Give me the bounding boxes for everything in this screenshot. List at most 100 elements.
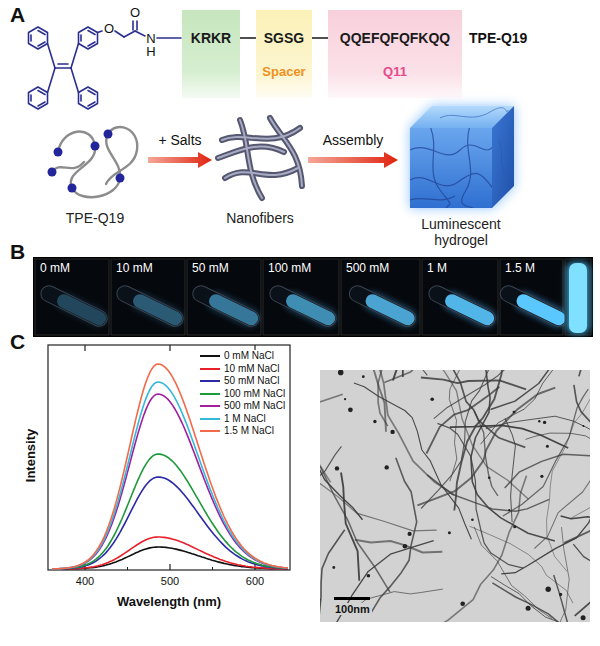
random-coil-peptide [104, 130, 113, 139]
peptide-bond-dash [240, 37, 256, 39]
tpe-molecule [38, 91, 45, 95]
fiber-junction [460, 602, 465, 607]
vial-liquid [514, 292, 568, 328]
fiber-junction [546, 445, 549, 448]
legend-line-sample [200, 405, 220, 407]
fiber-junction [430, 397, 434, 401]
vial-glow [128, 289, 186, 330]
nanofiber [526, 433, 591, 455]
legend-item: 0 mM NaCl [200, 350, 274, 361]
vial-liquid [284, 292, 338, 328]
scale-bar-label: 100nm [333, 603, 372, 615]
tpe-molecule [30, 35, 32, 41]
photo-panel [565, 259, 591, 335]
tpe-molecule [98, 31, 103, 33]
vial-glow [361, 289, 419, 330]
hydrogel-cube [440, 108, 508, 175]
fiber-junction [385, 465, 389, 469]
tpe-molecule [79, 87, 98, 109]
axis-tick [127, 567, 128, 570]
nanofiber [501, 426, 590, 574]
random-coil-peptide [48, 127, 138, 197]
fiber-junction [540, 475, 543, 478]
fiber-junction [543, 421, 546, 424]
tpe-molecule [88, 102, 95, 106]
nanofiber [561, 516, 590, 557]
tick-label: 500 [161, 575, 179, 587]
atom-label: O [130, 5, 140, 20]
photo-panel [111, 259, 185, 335]
emission-spectra-chart [48, 345, 290, 570]
nanofiber [320, 446, 342, 552]
concentration-label: 10 mM [116, 261, 153, 275]
concentration-label: 500 mM [346, 261, 389, 275]
vial-tube [346, 282, 419, 330]
tpe-molecule [58, 63, 68, 65]
nanofiber-drawing [270, 118, 302, 186]
vial-tube [267, 283, 339, 329]
tpe-molecule [88, 31, 95, 35]
vial-liquid [55, 292, 109, 328]
vial-tube [267, 282, 340, 330]
nanofiber [574, 385, 590, 487]
nanofiber [505, 418, 515, 522]
panel-letter: B [10, 240, 25, 264]
process-arrow [148, 152, 212, 168]
tpe-molecule [157, 37, 181, 39]
tpe-molecule [48, 44, 56, 69]
sequence-text: QQEFQFQFKQQ [340, 30, 450, 46]
axis-tick [169, 564, 170, 570]
peptide-segment: KRKR [182, 10, 240, 98]
nanofiber [492, 583, 576, 622]
nanofiber [320, 370, 331, 482]
tpe-molecule [29, 87, 48, 109]
legend-item: 10 mM NaCl [200, 363, 280, 374]
nanofiber [417, 388, 555, 506]
segment-role-label: Spacer [262, 64, 305, 79]
fiber-junction [448, 531, 451, 534]
fiber-junction [488, 476, 491, 479]
nanofiber-drawing [225, 168, 298, 178]
vial-tube [497, 282, 570, 330]
peptide-bond-dash [312, 37, 328, 39]
tpe-molecule [88, 91, 95, 95]
concentration-label: 1 M [427, 261, 447, 275]
vial-tube [114, 283, 186, 329]
tpe-molecule [80, 95, 82, 101]
hydrogel-cube [430, 126, 450, 210]
vial-liquid [131, 292, 185, 328]
stage-label: Luminescent hydrogel [398, 216, 524, 248]
tpe-molecule [48, 68, 56, 93]
axis-tick [212, 567, 213, 570]
fiber-junction [513, 525, 516, 528]
vial-liquid [443, 292, 497, 328]
tpe-molecule [38, 42, 45, 46]
concentration-label: 1.5 M [505, 261, 535, 275]
process-arrow [308, 152, 398, 168]
hydrogel-cube [498, 140, 508, 175]
fiber-junction [373, 420, 376, 423]
hydrogel-cube [410, 196, 455, 200]
hydrogel-cube [440, 108, 508, 118]
hydrogel-cube [410, 145, 494, 155]
sequence-text: SGSG [264, 30, 304, 46]
random-coil-peptide [54, 148, 63, 157]
process-arrow [308, 152, 398, 168]
tpe-molecule [80, 35, 82, 41]
nanofiber [427, 387, 500, 454]
fiber-junction [403, 544, 408, 549]
tpe-molecule [135, 31, 145, 36]
hydrogel-cube [462, 126, 476, 210]
atom-label: H [146, 44, 155, 59]
fiber-junction [408, 532, 412, 536]
atom-label: O [104, 21, 114, 36]
vial-tube [426, 282, 499, 330]
nanofiber [534, 397, 590, 548]
vial-liquid [207, 292, 261, 328]
nanofiber [575, 598, 590, 617]
axis-tick [169, 345, 170, 351]
vial-tube [190, 283, 262, 329]
spectrum-curve [52, 382, 288, 569]
legend-item: 1.5 M NaCl [200, 425, 274, 436]
fiber-junction [581, 615, 586, 620]
